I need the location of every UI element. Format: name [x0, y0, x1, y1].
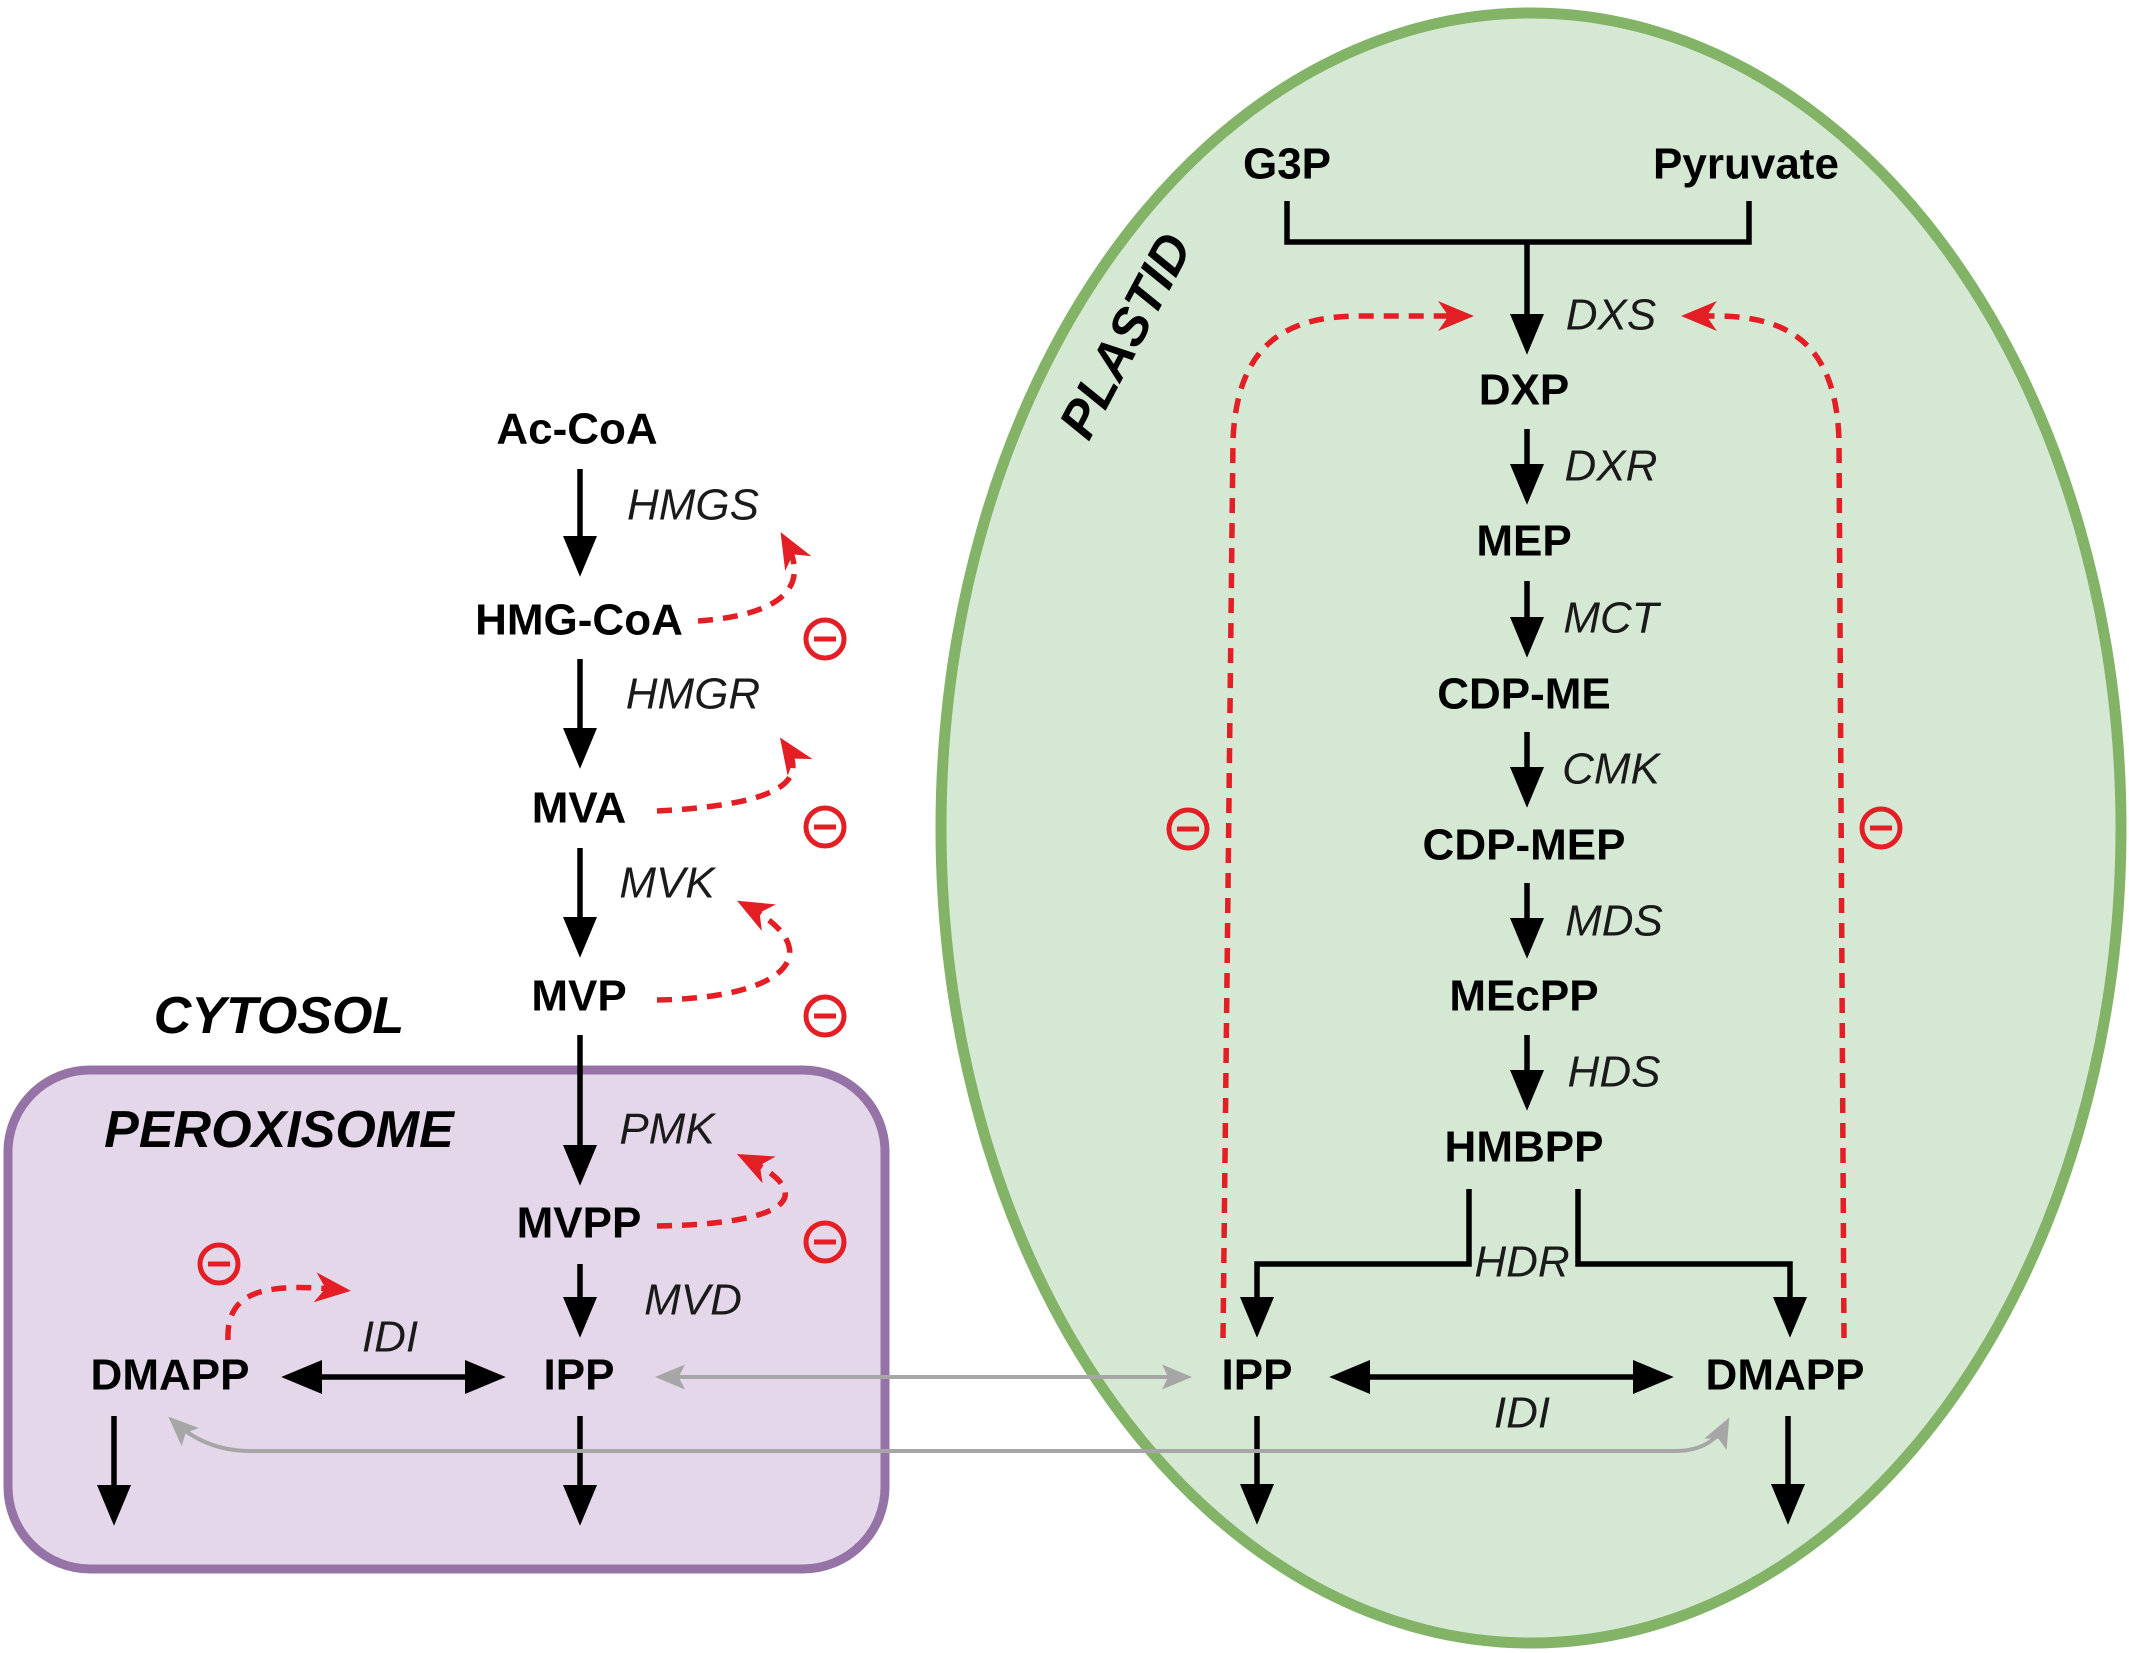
enzyme-cmk: CMK: [1562, 745, 1661, 794]
metabolite-hmbpp: HMBPP: [1445, 1123, 1604, 1172]
enzyme-hmgs: HMGS: [627, 481, 759, 530]
metabolite-ipp-plastid: IPP: [1222, 1351, 1293, 1400]
metabolite-g3p: G3P: [1243, 140, 1331, 189]
metabolite-mvp: MVP: [531, 972, 626, 1021]
enzyme-mvk: MVK: [619, 859, 716, 908]
peroxisome-label: PEROXISOME: [104, 1101, 455, 1159]
enzyme-hmgr: HMGR: [626, 670, 760, 719]
circle-minus-icon: [803, 994, 847, 1038]
enzyme-mds: MDS: [1565, 897, 1663, 946]
enzyme-dxr: DXR: [1565, 442, 1658, 491]
feedback-arrow-dmapp-to-idi: [225, 1272, 351, 1341]
feedback-arrow-mva-to-hmgr: [656, 737, 813, 814]
circle-minus-icon: [803, 805, 847, 849]
metabolite-hmg-coa: HMG-CoA: [475, 596, 683, 645]
enzyme-hdr: HDR: [1474, 1238, 1569, 1287]
metabolite-dmapp-peroxisome: DMAPP: [91, 1351, 250, 1400]
enzyme-mct: MCT: [1563, 594, 1661, 643]
circle-minus-icon: [1166, 807, 1210, 851]
feedback-arrow-hmg-coa-to-hmgs: [697, 532, 812, 624]
transport-arrow-dmapp-exchange: [168, 1416, 1730, 1453]
metabolite-cdp-me: CDP-ME: [1437, 670, 1611, 719]
enzyme-idi-peroxisome: IDI: [362, 1313, 418, 1362]
feedback-arrow-mvp-to-mvk: [656, 900, 793, 1003]
circle-minus-icon: [197, 1242, 241, 1286]
metabolite-cdp-mep: CDP-MEP: [1423, 821, 1626, 870]
metabolite-ipp-peroxisome: IPP: [544, 1351, 615, 1400]
metabolite-pyruvate: Pyruvate: [1653, 140, 1839, 189]
circle-minus-icon: [1859, 806, 1903, 850]
metabolite-mvpp: MVPP: [517, 1199, 642, 1248]
enzyme-pmk: PMK: [619, 1105, 716, 1154]
cytosol-label: CYTOSOL: [154, 987, 404, 1045]
metabolite-dxp: DXP: [1479, 366, 1569, 415]
feedback-arrow-dmapp-to-dxs: [1681, 301, 1847, 1339]
metabolite-mva: MVA: [532, 784, 627, 833]
metabolite-mep: MEP: [1476, 517, 1571, 566]
circle-minus-icon: [803, 617, 847, 661]
enzyme-dxs: DXS: [1566, 291, 1656, 340]
enzyme-mvd: MVD: [644, 1276, 742, 1325]
metabolite-ac-coa: Ac-CoA: [496, 405, 657, 454]
enzyme-hds: HDS: [1568, 1048, 1661, 1097]
circle-minus-icon: [803, 1220, 847, 1264]
precursor-junction-g3p-pyruvate: [1284, 201, 1752, 245]
arrow-hmbpp-to-ipp: [1240, 1189, 1472, 1338]
feedback-arrow-ipp-to-dxs: [1220, 301, 1474, 1339]
plastid-compartment: [935, 7, 2127, 1649]
metabolite-dmapp-plastid: DMAPP: [1706, 1351, 1865, 1400]
arrow-hmbpp-to-dmapp: [1575, 1189, 1807, 1338]
enzyme-idi-plastid: IDI: [1494, 1389, 1550, 1438]
metabolite-mecpp: MEcPP: [1449, 972, 1598, 1021]
